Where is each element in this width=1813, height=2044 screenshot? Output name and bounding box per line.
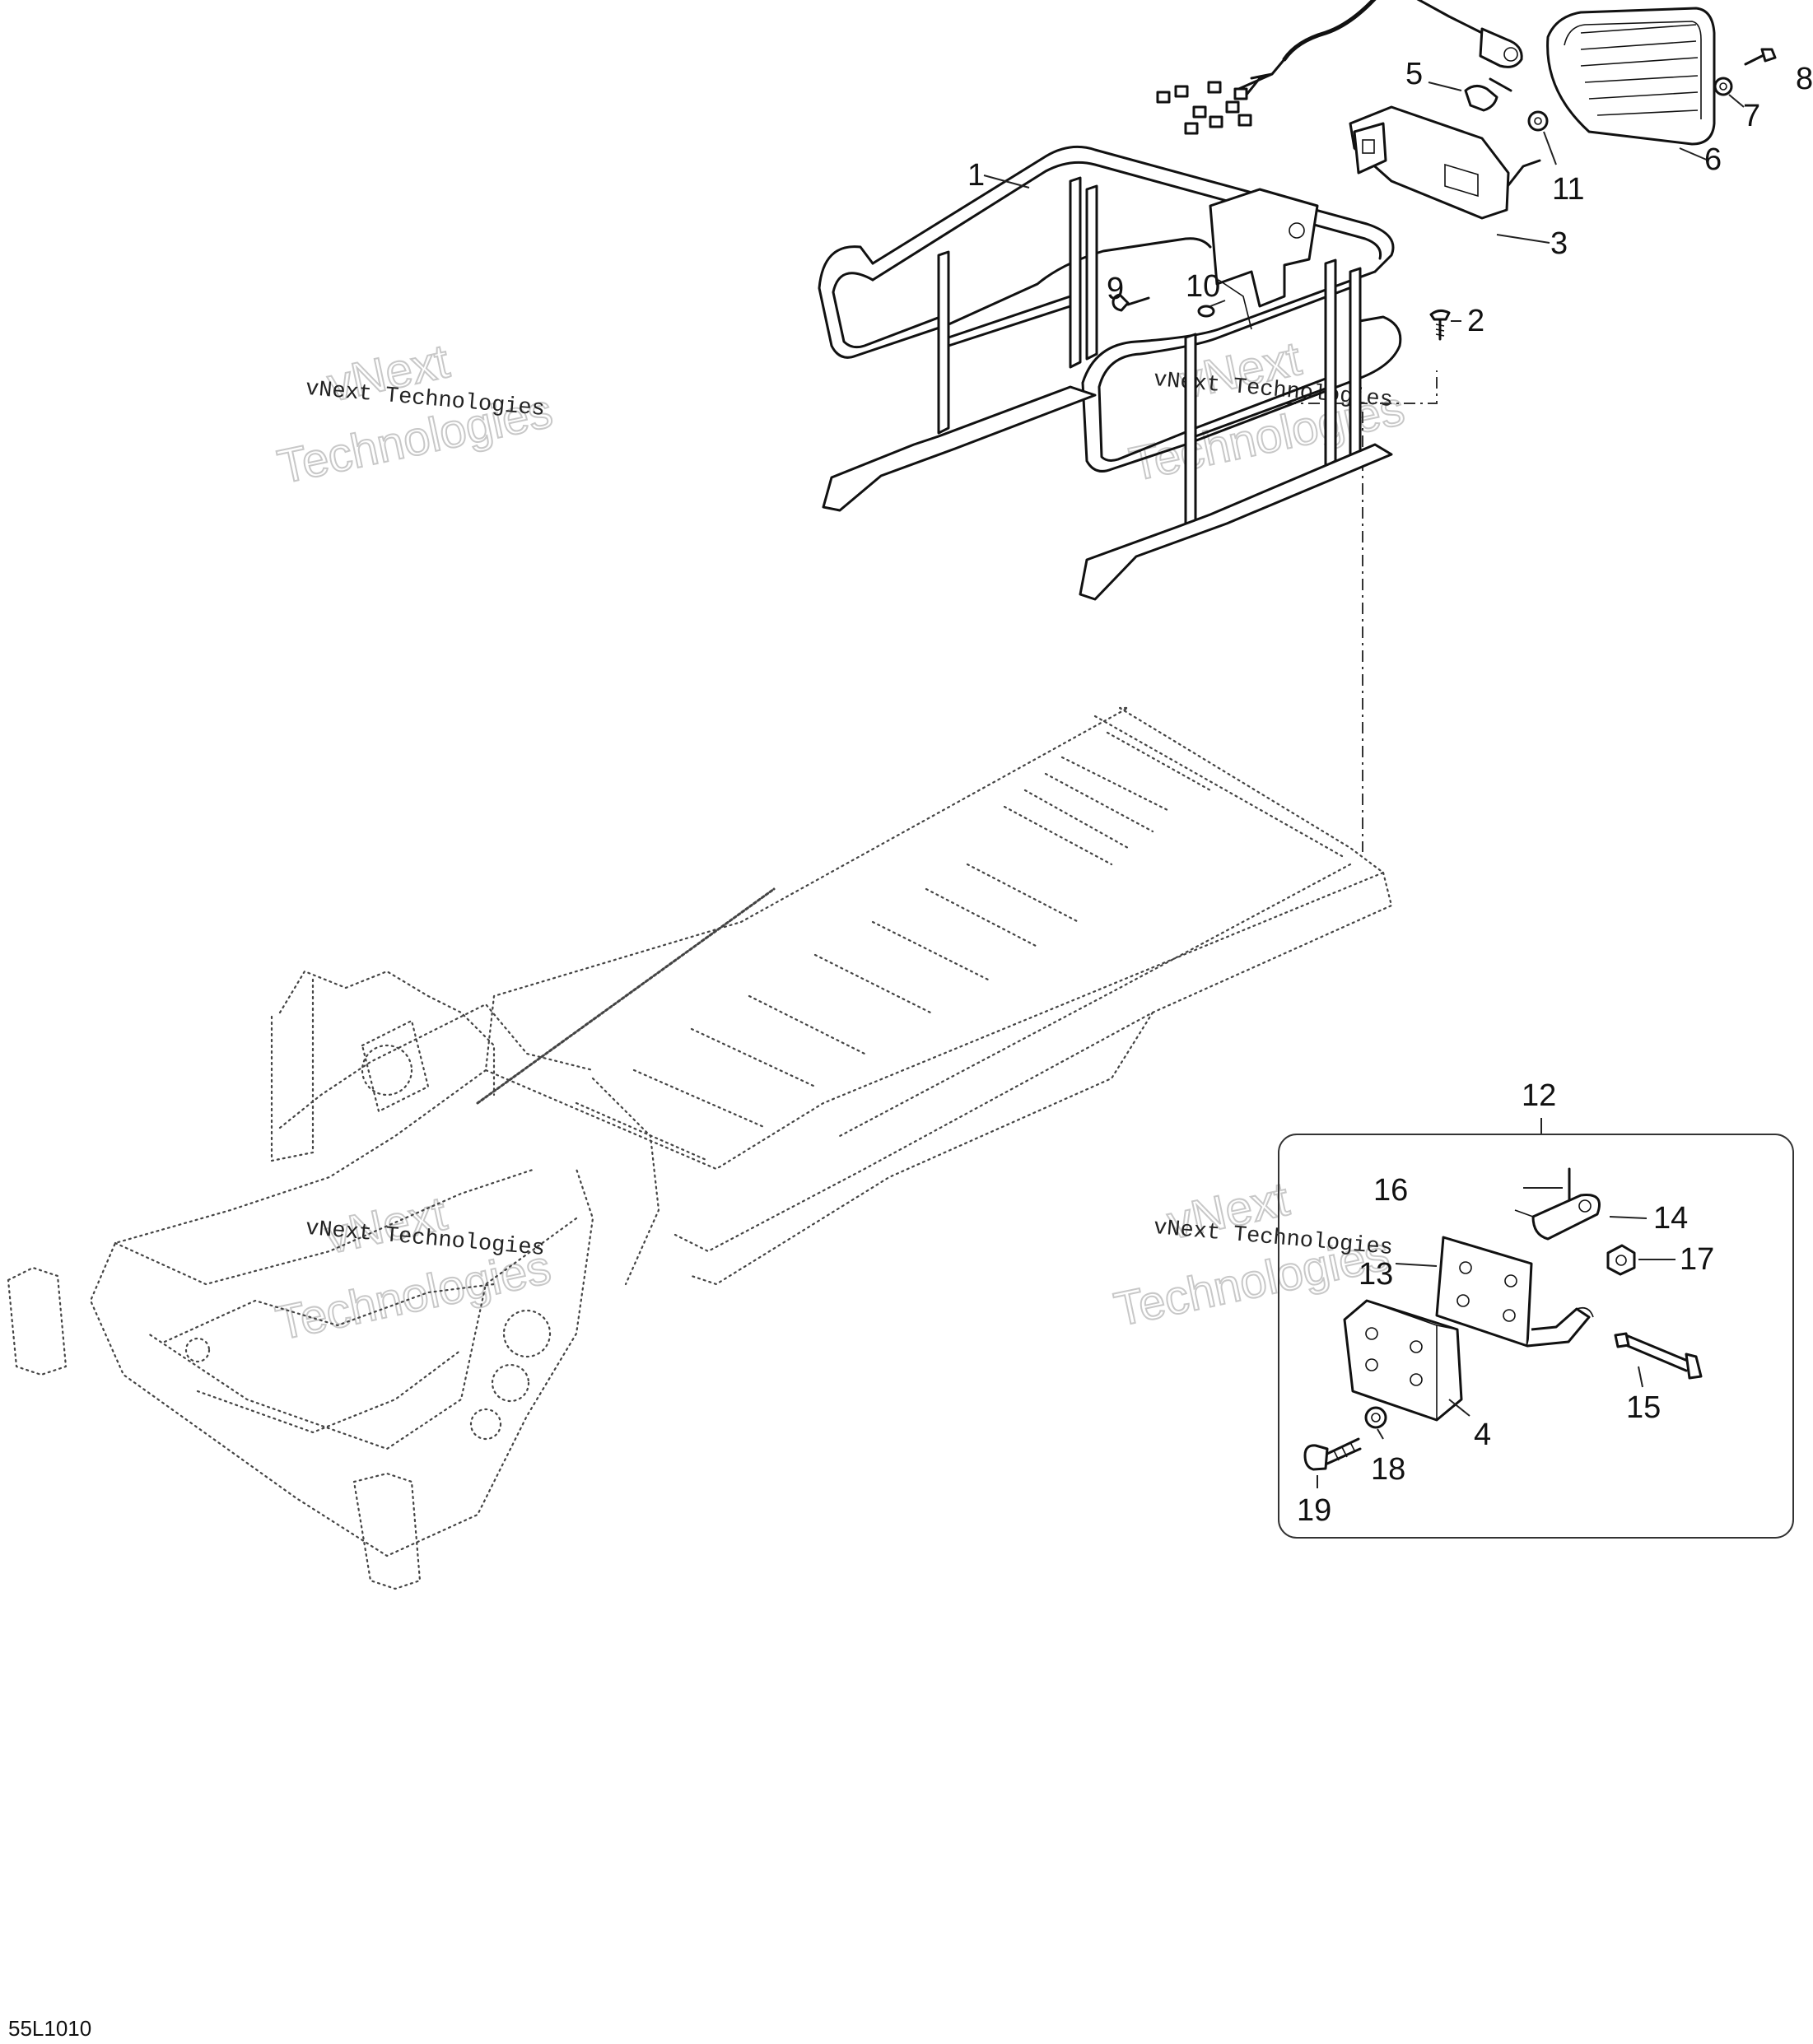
callout-9: 9 [1107, 272, 1124, 306]
callout-19: 19 [1297, 1493, 1331, 1528]
callout-13: 13 [1359, 1257, 1393, 1292]
diagram-reference-code: 55L1010 [8, 2016, 91, 2041]
inset-kit-12: 12 16 14 13 17 15 [1278, 1078, 1794, 1539]
rack-fasteners [1112, 293, 1451, 341]
callout-8: 8 [1796, 62, 1813, 96]
callout-3: 3 [1550, 226, 1568, 261]
callout-7: 7 [1743, 99, 1760, 133]
rear-rack [818, 145, 1402, 601]
callouts-top: 1 2 3 5 6 7 8 9 10 11 [967, 57, 1813, 338]
callout-6: 6 [1704, 142, 1722, 177]
inset-frame [1278, 1134, 1794, 1539]
callout-11: 11 [1552, 172, 1584, 207]
callout-18: 18 [1371, 1452, 1405, 1487]
callout-12: 12 [1522, 1078, 1556, 1113]
chassis-outline [7, 706, 1393, 1590]
callout-1: 1 [967, 158, 985, 193]
callout-15: 15 [1626, 1390, 1661, 1425]
callout-2: 2 [1467, 304, 1484, 338]
callout-4: 4 [1474, 1418, 1491, 1452]
callout-5: 5 [1405, 57, 1423, 91]
callout-16: 16 [1373, 1173, 1408, 1208]
callout-17: 17 [1680, 1242, 1714, 1277]
taillight-assembly [1156, 0, 1777, 220]
callout-10: 10 [1186, 269, 1220, 304]
callout-14: 14 [1653, 1201, 1688, 1236]
